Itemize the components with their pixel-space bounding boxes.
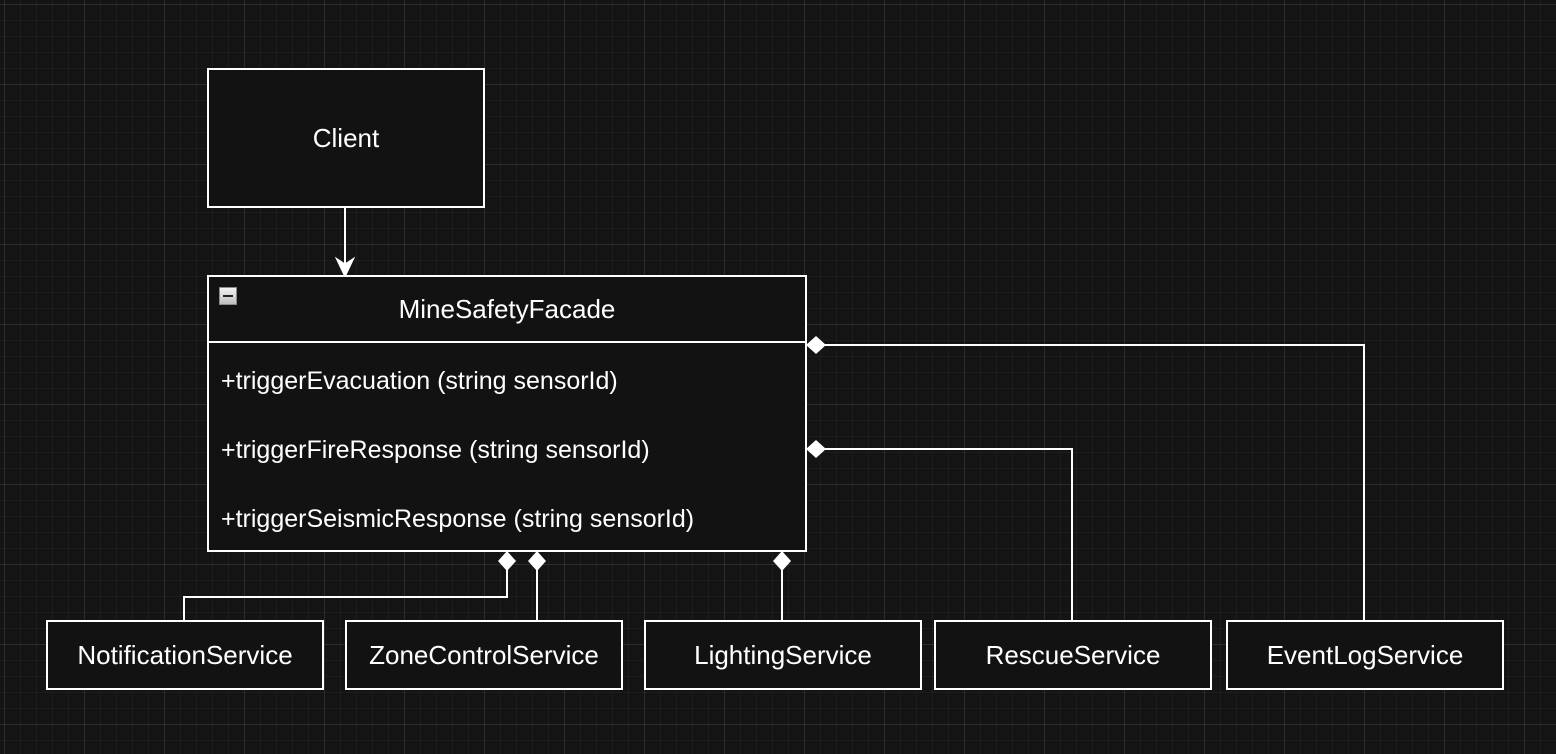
facade-class-name: MineSafetyFacade — [398, 293, 616, 324]
client-to-facade-arrow[interactable] — [334, 207, 356, 279]
facade-class-box[interactable]: MineSafetyFacade +triggerEvacuation (str… — [207, 275, 807, 552]
lighting-service-label: LightingService — [694, 639, 872, 670]
rescue-service-node[interactable]: RescueService — [934, 620, 1212, 690]
composition-rescue[interactable] — [806, 440, 1073, 621]
client-label: Client — [312, 122, 380, 153]
composition-notification[interactable] — [183, 551, 516, 621]
lighting-service-node[interactable]: LightingService — [644, 620, 922, 690]
method-trigger-fire-response: +triggerFireResponse (string sensorId) — [221, 436, 650, 464]
collapse-icon[interactable] — [219, 287, 237, 305]
method-trigger-seismic-response: +triggerSeismicResponse (string sensorId… — [221, 505, 695, 533]
client-node[interactable]: Client — [207, 68, 485, 208]
zone-control-service-label: ZoneControlService — [369, 639, 599, 670]
method-trigger-evacuation: +triggerEvacuation (string sensorId) — [221, 367, 618, 395]
composition-event-log[interactable] — [806, 336, 1365, 621]
event-log-service-node[interactable]: EventLogService — [1226, 620, 1504, 690]
zone-control-service-node[interactable]: ZoneControlService — [345, 620, 623, 690]
event-log-service-label: EventLogService — [1266, 639, 1464, 670]
notification-service-label: NotificationService — [77, 639, 293, 670]
notification-service-node[interactable]: NotificationService — [46, 620, 324, 690]
composition-lighting[interactable] — [773, 551, 791, 621]
composition-zone-control[interactable] — [528, 551, 546, 621]
rescue-service-label: RescueService — [985, 639, 1161, 670]
facade-class-header: MineSafetyFacade — [209, 277, 805, 343]
